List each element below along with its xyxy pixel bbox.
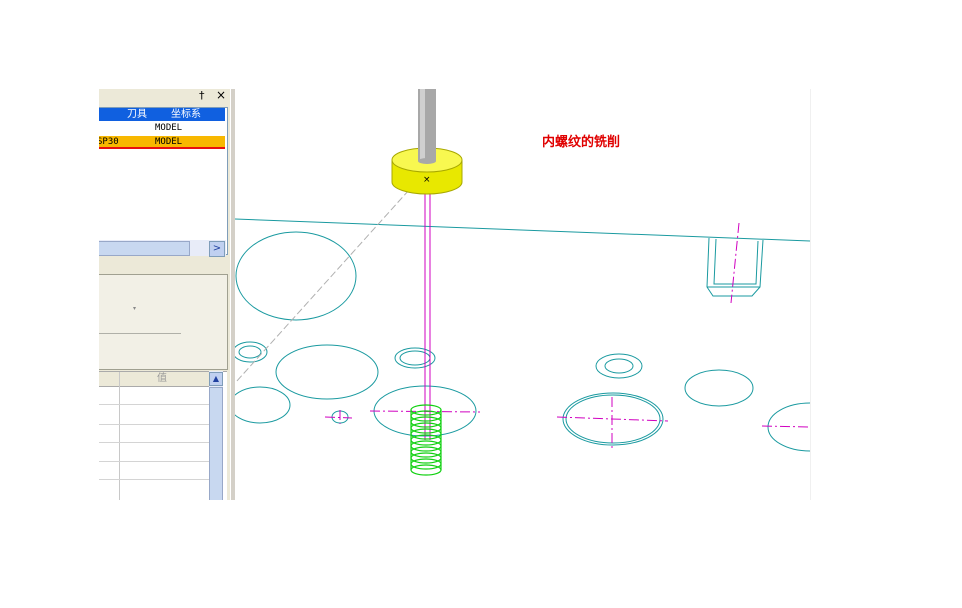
cell-coord: MODEL — [155, 123, 183, 133]
hole-outline — [275, 344, 379, 400]
close-icon[interactable]: × — [216, 89, 227, 102]
hole-outline — [562, 392, 664, 446]
properties-box: ▾ — [99, 274, 228, 370]
column-header-tool[interactable]: 刀具 — [127, 109, 147, 120]
grid-header-value: 值 — [157, 373, 167, 384]
dropdown-arrow-icon[interactable]: ▾ — [133, 305, 137, 312]
tool-shank-base — [418, 158, 436, 164]
table-row[interactable]: MODEL — [99, 122, 225, 135]
table-header: 刀具 坐标系 — [99, 108, 225, 121]
grid-row-line — [99, 479, 209, 480]
hole-outline — [235, 231, 357, 321]
hole-outline — [394, 347, 436, 369]
part-geometry — [235, 218, 810, 452]
hole-outline — [235, 386, 291, 424]
scroll-right-button[interactable]: > — [209, 241, 225, 257]
tapped-hole-profile — [713, 238, 759, 285]
hole-outline — [565, 394, 661, 444]
graphics-viewport[interactable]: × — [235, 89, 810, 500]
hole-outline — [595, 353, 643, 379]
operations-table: 刀具 坐标系 MODEL SP30 MODEL — [99, 107, 228, 255]
grid-row-line — [99, 461, 209, 462]
center-lines — [324, 222, 810, 448]
parameter-grid: 值 — [99, 371, 227, 500]
scroll-up-button[interactable]: ▲ — [209, 372, 223, 386]
part-edge — [235, 218, 810, 242]
projection-line — [235, 189, 410, 383]
tool-tip-marker: × — [423, 175, 431, 185]
grid-column-divider — [119, 372, 120, 500]
table-row-selected[interactable]: SP30 MODEL — [99, 136, 225, 149]
grid-header: 值 — [99, 372, 209, 387]
tool-assembly: × — [391, 89, 463, 195]
thread-spiral — [410, 404, 442, 476]
divider — [99, 333, 181, 334]
hole-outline — [684, 369, 754, 407]
scroll-thumb[interactable] — [99, 241, 190, 256]
toolpath — [424, 180, 431, 440]
cell-coord: MODEL — [155, 137, 183, 147]
pin-icon[interactable]: † — [199, 89, 205, 102]
vertical-scrollbar[interactable]: ▲ — [209, 371, 223, 500]
horizontal-scrollbar[interactable]: > — [99, 240, 226, 257]
grid-row-line — [99, 442, 209, 443]
cell-tool: SP30 — [99, 137, 119, 147]
grid-row-line — [99, 404, 209, 405]
column-header-coord[interactable]: 坐标系 — [171, 109, 201, 120]
grid-row-line — [99, 424, 209, 425]
viewport-border — [810, 89, 811, 500]
operations-panel: † × 刀具 坐标系 MODEL SP30 MODEL > ▾ 值 — [99, 89, 235, 500]
hole-outline — [235, 341, 268, 363]
cad-scene: × — [235, 89, 810, 476]
tool-shank-highlight — [420, 89, 425, 161]
viewport-title: 内螺纹的铣削 — [542, 135, 621, 150]
scroll-thumb[interactable] — [209, 387, 223, 500]
tapped-hole-profile — [706, 237, 764, 297]
hole-outline — [238, 345, 262, 359]
hole-outline — [767, 402, 810, 452]
hole-outline — [604, 358, 634, 374]
